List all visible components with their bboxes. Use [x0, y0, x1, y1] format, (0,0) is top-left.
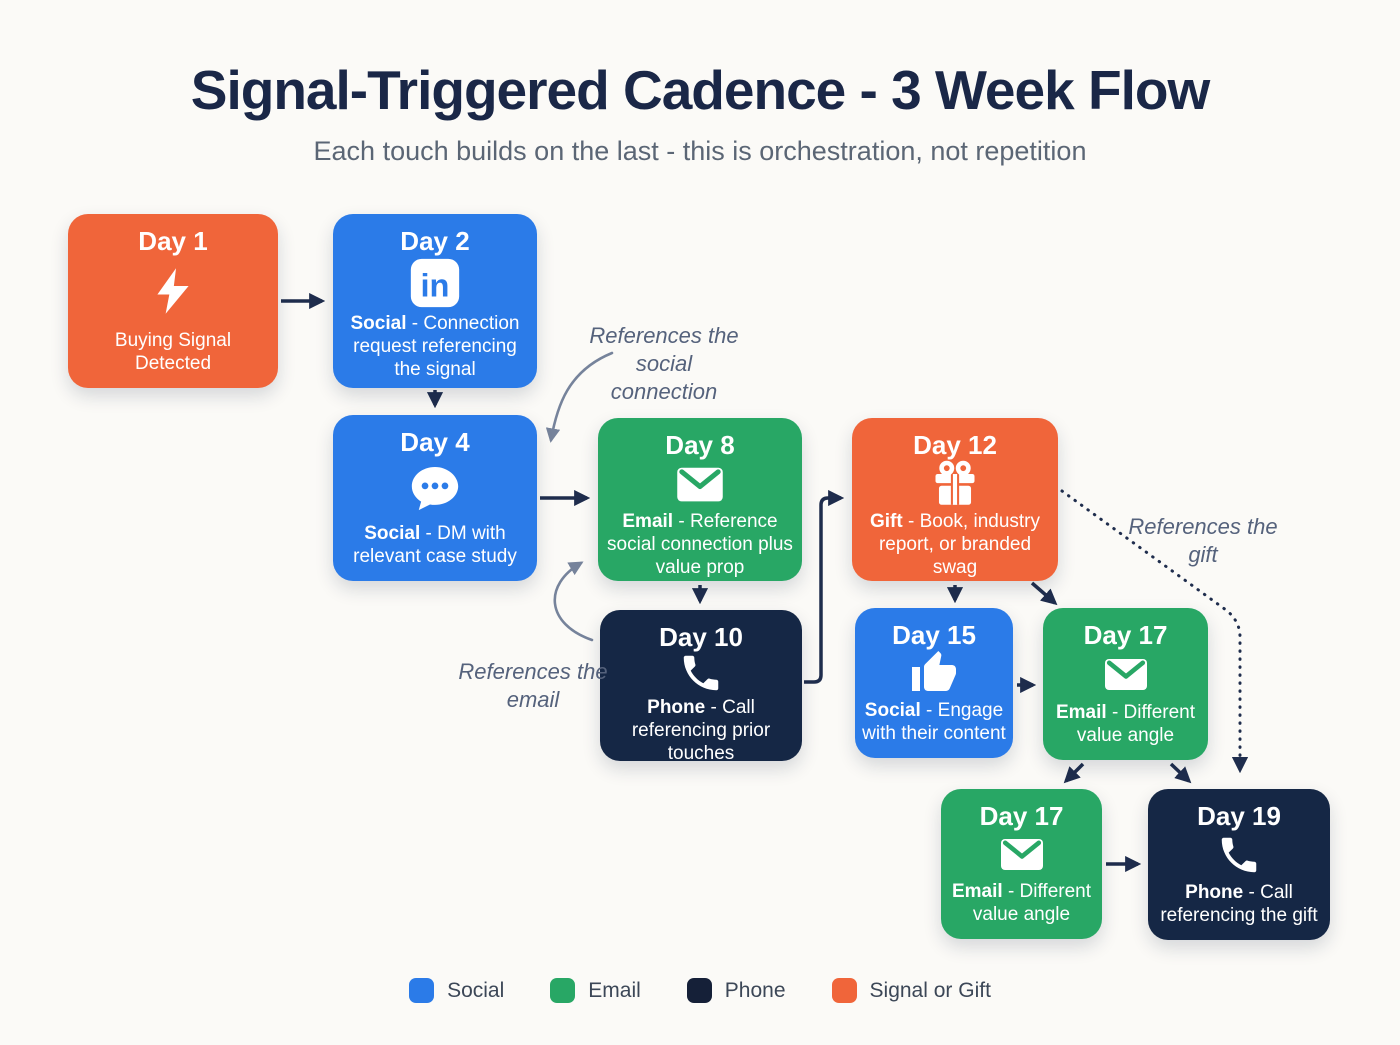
- node-description: Buying Signal Detected: [76, 329, 270, 375]
- desc-text: - DM with relevant case study: [353, 522, 517, 567]
- node-description: Social - Engage with their content: [860, 699, 1008, 745]
- channel-label: Phone: [1185, 881, 1244, 903]
- desc-text: - Call referencing the gift: [1160, 881, 1318, 926]
- node-day1-buying-signal: Day 1 Buying Signal Detected: [68, 214, 278, 388]
- legend-label: Social: [447, 978, 505, 1002]
- chat-bubble-icon: [409, 455, 461, 522]
- node-day12-gift: Day 12 Gift - Book, industry report, or …: [852, 418, 1058, 581]
- node-day8-email-value-prop: Day 8 Email - Reference social connectio…: [598, 418, 802, 581]
- node-description: Phone - Call referencing the gift: [1156, 881, 1322, 927]
- channel-label: Social: [864, 699, 921, 721]
- desc-text: Buying Signal Detected: [114, 329, 232, 374]
- solid-flow-arrows: [281, 292, 1192, 873]
- phone-icon: [678, 650, 724, 696]
- gift-icon: [929, 458, 981, 510]
- channel-label: Gift: [870, 511, 903, 532]
- envelope-icon: [998, 829, 1046, 880]
- node-description: Email - Different value angle: [1048, 701, 1203, 747]
- annotation-email: References the email: [458, 659, 608, 713]
- page-title: Signal-Triggered Cadence - 3 Week Flow: [190, 59, 1210, 121]
- channel-label: Social: [350, 313, 407, 334]
- legend: Social Email Phone Signal or Gift: [0, 978, 1400, 1003]
- node-day17-email-value-angle-top: Day 17 Email - Different value angle: [1043, 608, 1208, 760]
- node-day2-connection-request: Day 2 in Social - Connection request ref…: [333, 214, 537, 388]
- desc-text: - Different value angle: [972, 880, 1092, 925]
- node-description: Gift - Book, industry report, or branded…: [860, 510, 1050, 580]
- desc-text: - Engage with their content: [862, 699, 1006, 744]
- linkedin-icon: in: [406, 254, 464, 312]
- bolt-icon: [147, 254, 199, 329]
- desc-text: - Call referencing prior touches: [631, 697, 771, 765]
- annotation-social-connection: References the social connection: [589, 323, 739, 405]
- node-day17-email-value-angle-bottom: Day 17 Email - Different value angle: [941, 789, 1102, 939]
- social-color-swatch: [409, 978, 435, 1003]
- node-day4-dm-case-study: Day 4 Social - DM with relevant case stu…: [333, 415, 537, 581]
- day-label: Day 15: [892, 620, 976, 650]
- channel-label: Phone: [647, 697, 706, 718]
- email-color-swatch: [550, 978, 576, 1003]
- legend-label: Phone: [724, 978, 786, 1002]
- phone-icon: [1216, 829, 1262, 881]
- desc-text: - Different value angle: [1076, 701, 1196, 746]
- legend-item-email: Email: [550, 978, 641, 1003]
- annotation-arrows: [545, 351, 614, 642]
- channel-label: Email: [1055, 701, 1107, 723]
- channel-label: Email: [951, 880, 1003, 902]
- day-label: Day 17: [979, 801, 1064, 831]
- node-day19-phone-gift-call: Day 19 Phone - Call referencing the gift: [1148, 789, 1330, 940]
- svg-text:in: in: [421, 267, 450, 304]
- node-day15-engage-content: Day 15 Social - Engage with their conten…: [855, 608, 1013, 758]
- desc-text: - Book, industry report, or branded swag: [878, 511, 1040, 579]
- legend-item-signal-or-gift: Signal or Gift: [831, 978, 991, 1003]
- desc-text: - Reference social connection plus value…: [607, 511, 793, 579]
- node-description: Email - Reference social connection plus…: [606, 510, 794, 580]
- thumbs-up-icon: [910, 648, 958, 699]
- day-label: Day 10: [659, 622, 743, 652]
- legend-label: Email: [588, 978, 641, 1002]
- envelope-icon: [1102, 648, 1150, 701]
- day-label: Day 19: [1197, 801, 1281, 831]
- legend-item-phone: Phone: [686, 978, 786, 1003]
- day-label: Day 2: [400, 226, 470, 256]
- phone-color-swatch: [686, 978, 712, 1003]
- channel-label: Social: [364, 522, 421, 544]
- node-description: Social - Connection request referencing …: [341, 312, 529, 382]
- envelope-icon: [674, 458, 726, 510]
- node-description: Phone - Call referencing prior touches: [608, 696, 794, 766]
- node-day10-phone-call: Day 10 Phone - Call referencing prior to…: [600, 610, 802, 764]
- day-label: Day 17: [1083, 620, 1168, 650]
- node-description: Email - Different value angle: [946, 880, 1097, 926]
- channel-label: Email: [622, 511, 674, 532]
- legend-label: Signal or Gift: [869, 978, 991, 1002]
- day-label: Day 8: [665, 430, 735, 460]
- day-label: Day 1: [138, 226, 208, 256]
- day-label: Day 4: [400, 427, 470, 457]
- node-description: Social - DM with relevant case study: [341, 522, 529, 568]
- page-subtitle: Each touch builds on the last - this is …: [313, 136, 1087, 166]
- annotation-gift: References the gift: [1128, 514, 1278, 568]
- desc-text: - Connection request referencing the sig…: [353, 313, 520, 381]
- signal-or-gift-color-swatch: [831, 978, 857, 1003]
- day-label: Day 12: [913, 430, 997, 460]
- legend-item-social: Social: [409, 978, 504, 1003]
